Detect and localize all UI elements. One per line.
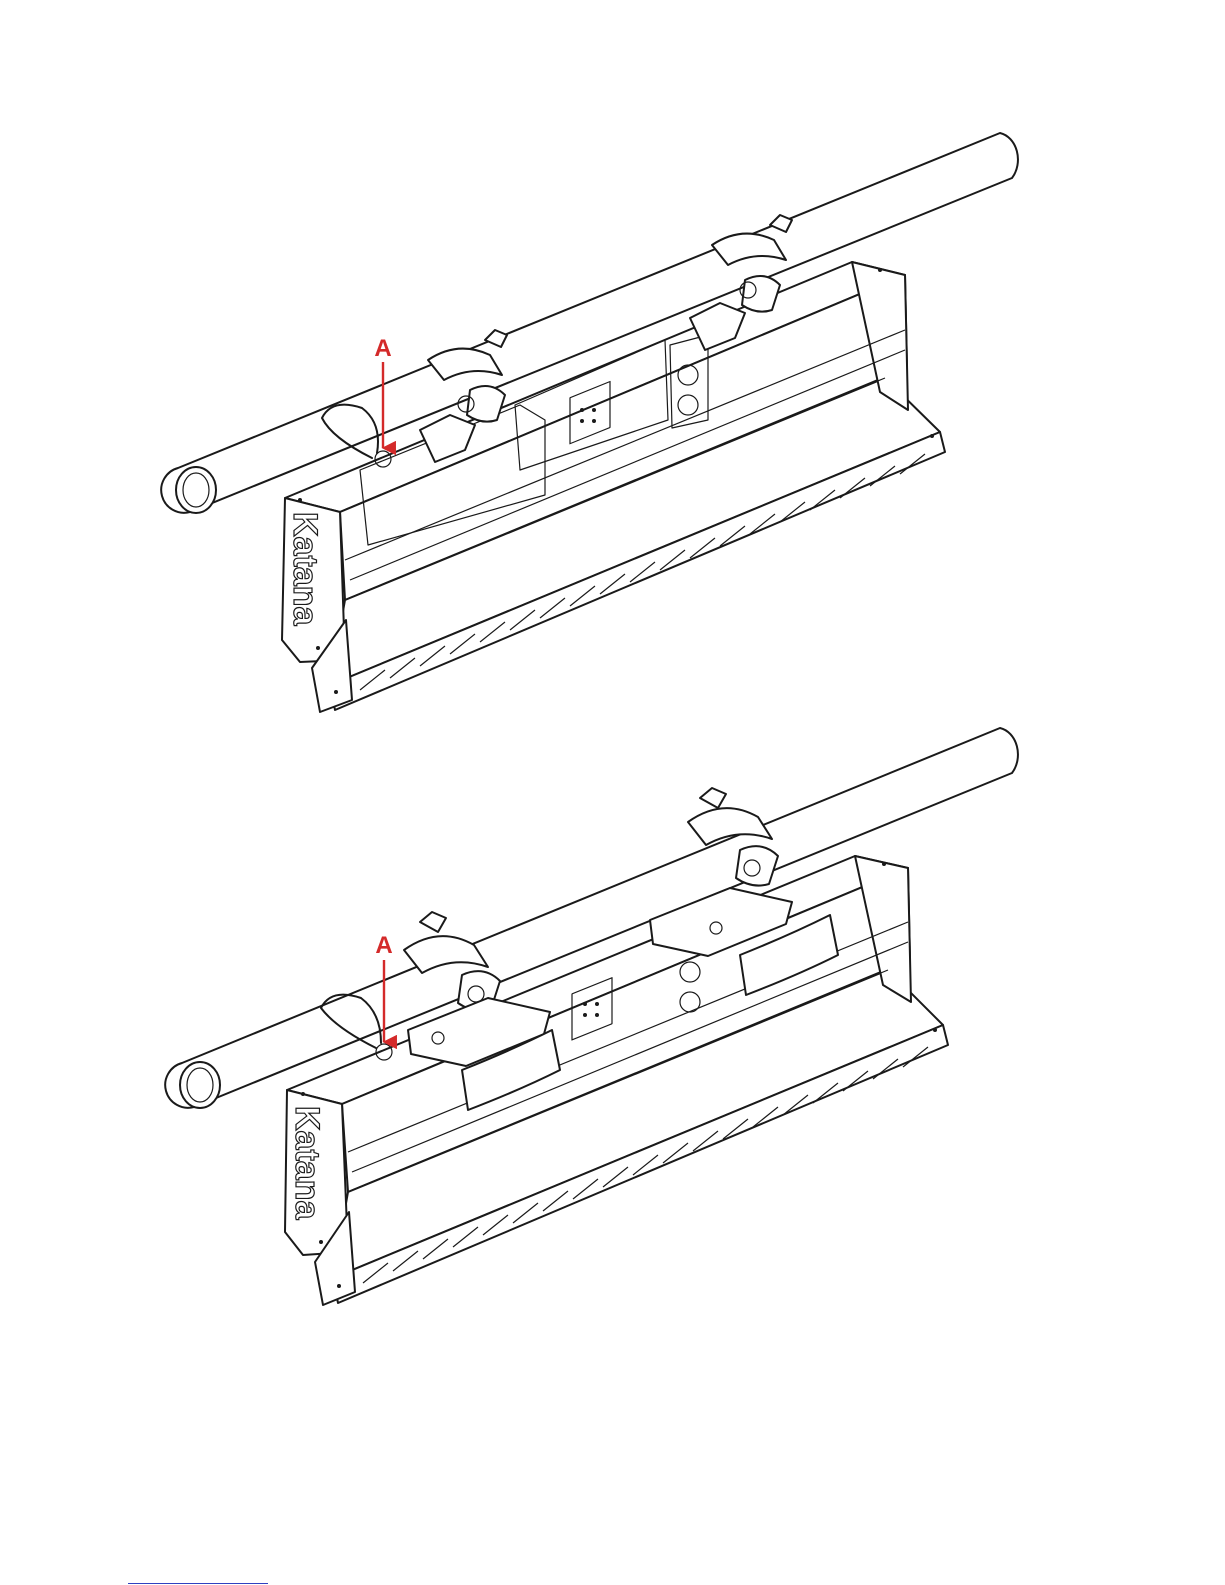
figure-top: Katana A [161,133,1018,712]
callout-label: A [375,932,392,959]
figure-bottom: Katana A [165,728,1018,1305]
callout-label: A [374,335,391,362]
fixture-logo: Katana [288,1106,326,1220]
fixture-logo: Katana [286,512,324,626]
footer-rule [128,1583,268,1584]
